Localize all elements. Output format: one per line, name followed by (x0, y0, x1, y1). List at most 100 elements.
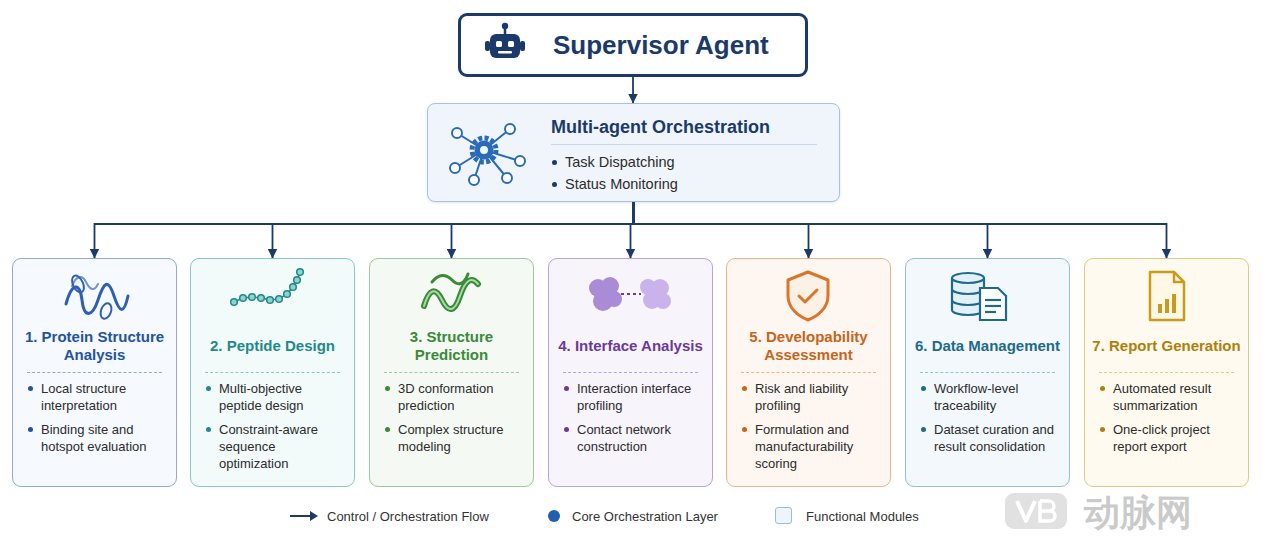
database-icon-part (980, 288, 1006, 320)
flow-arrow (632, 77, 634, 103)
bullet-dot (742, 386, 747, 391)
database-icon-part (985, 311, 996, 313)
bullet-item: Automated result summarization (1100, 380, 1242, 414)
bullet-list: 3D conformation predictionComplex struct… (385, 380, 527, 462)
peptide-chain-icon-part (240, 295, 247, 302)
legend-swatch (775, 507, 792, 524)
flow-arrow (631, 202, 634, 258)
bullet-dot (206, 427, 211, 432)
watermark-logo (1005, 493, 1067, 529)
robot-icon-part (496, 41, 502, 47)
module-box: 3. Structure Prediction 3D conformation p… (369, 258, 534, 487)
flow-arrow (452, 202, 634, 258)
network-gear-icon-part (502, 173, 512, 183)
dashed-divider (384, 372, 519, 373)
interface-blobs-icon-part (640, 279, 671, 309)
robot-icon-part (485, 41, 490, 51)
database-icon-part (985, 299, 1001, 301)
legend-flow-sample-part (310, 511, 318, 521)
bullet-dot (206, 386, 211, 391)
database-icon-part (952, 273, 984, 283)
interface-blobs-icon-part-part (601, 277, 619, 295)
bullet-item: Task Dispatching (552, 154, 829, 170)
bullet-item: Complex structure modeling (385, 421, 527, 455)
bullet-item: One-click project report export (1100, 421, 1242, 455)
flow-arrow (634, 202, 1167, 258)
watermark-logo-part (1040, 501, 1055, 521)
network-gear-icon-part (484, 129, 510, 150)
peptide-chain-icon-part (234, 272, 300, 302)
bullet-list: Workflow-level traceabilityDataset curat… (921, 380, 1063, 462)
interface-blobs-icon-part (589, 277, 622, 311)
peptide-chain-icon-part (297, 269, 304, 276)
dashed-divider (205, 372, 340, 373)
watermark-text: 动脉网 (1084, 489, 1192, 538)
robot-icon-part (490, 34, 520, 58)
protein-ribbon-icon-part (72, 277, 98, 289)
bullet-item: Status Monitoring (552, 176, 829, 192)
bullet-dot (1100, 386, 1105, 391)
bullet-text: Dataset curation and result consolidatio… (934, 421, 1063, 455)
module-title: 1. Protein Structure Analysis (18, 327, 171, 365)
watermark-logo-part (1017, 501, 1035, 521)
bullet-text: Contact network construction (577, 421, 706, 455)
watermark-logo-part (1005, 493, 1067, 529)
bullet-dot (28, 427, 33, 432)
bullet-item: Multi-objective peptide design (206, 380, 348, 414)
network-gear-icon-part (469, 175, 479, 185)
network-gear-icon-part (457, 133, 484, 150)
bullet-text: Workflow-level traceability (934, 380, 1063, 414)
robot-icon-part (502, 23, 508, 29)
protein-ribbon-icon-part (66, 284, 128, 313)
network-gear-icon-part (455, 150, 484, 168)
network-gear-icon-part (472, 138, 496, 162)
database-icon-part (952, 289, 984, 294)
network-gear-icon (450, 124, 525, 185)
bullet-text: Formulation and manufacturability scorin… (755, 421, 884, 472)
bullet-item: Constraint-aware sequence optimization (206, 421, 348, 472)
agent-title: Supervisor Agent (553, 16, 795, 74)
legend-text: Functional Modules (806, 507, 919, 525)
bullet-text: Status Monitoring (565, 176, 678, 192)
report-document-icon (1150, 272, 1184, 320)
divider-line (551, 144, 817, 145)
bullet-text: Multi-objective peptide design (219, 380, 348, 414)
report-document-icon-part (1165, 299, 1169, 313)
bullet-item: Workflow-level traceability (921, 380, 1063, 414)
flow-arrow (634, 202, 988, 258)
bullet-list: Interaction interface profilingContact n… (564, 380, 706, 462)
bullet-text: Local structure interpretation (41, 380, 170, 414)
robot-icon-part (498, 51, 512, 54)
structure-ribbon-icon-part (424, 280, 478, 309)
protein-ribbon-icon (66, 274, 128, 320)
legend-flow-sample (290, 511, 318, 521)
legend-flow-sample-part (290, 515, 311, 517)
legend-text: Control / Orchestration Flow (327, 507, 489, 525)
bullet-text: Constraint-aware sequence optimization (219, 421, 348, 472)
bullet-text: Complex structure modeling (398, 421, 527, 455)
shield-check-icon-part (788, 272, 828, 320)
interface-blobs-icon-part (621, 293, 641, 295)
bullet-item: Binding site and hotspot evaluation (28, 421, 170, 455)
legend-dot (548, 510, 560, 522)
legend-text: Core Orchestration Layer (572, 507, 718, 525)
interface-blobs-icon-part-part (640, 279, 656, 295)
network-gear-icon-part (450, 163, 460, 173)
bullet-list: Local structure interpretationBinding si… (28, 380, 170, 462)
network-gear-icon-part (480, 146, 488, 154)
bullet-dot (28, 386, 33, 391)
bullet-dot (1100, 427, 1105, 432)
module-title: 3. Structure Prediction (375, 327, 528, 365)
module-box: 7. Report GenerationAutomated result sum… (1084, 258, 1249, 487)
bullet-list: Task DispatchingStatus Monitoring (552, 154, 829, 198)
bullet-dot (921, 386, 926, 391)
bullet-text: One-click project report export (1113, 421, 1242, 455)
module-title: 5. Developability Assessment (732, 327, 885, 365)
structure-ribbon-icon (424, 274, 478, 309)
module-box: 2. Peptide DesignMulti-objective peptide… (190, 258, 355, 487)
report-document-icon-part (1150, 272, 1184, 320)
bullet-dot (564, 427, 569, 432)
robot-icon-part (508, 41, 514, 47)
network-gear-icon-part (484, 150, 520, 161)
